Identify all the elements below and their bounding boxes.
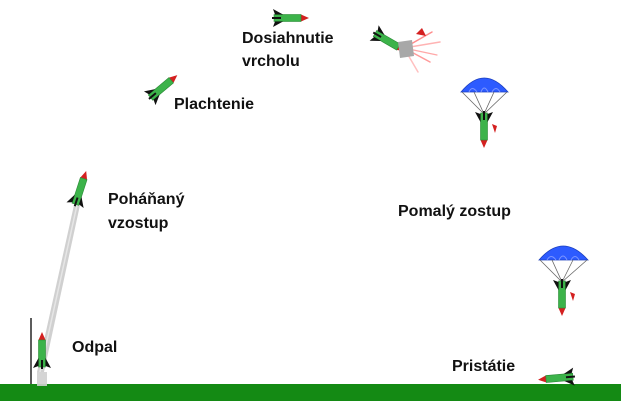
parachute-icon: [461, 78, 508, 114]
label-powered-ascent-line-2: vzostup: [108, 213, 168, 234]
label-landing: Pristátie: [452, 356, 515, 377]
ground: [0, 384, 621, 401]
label-slow-descent: Pomalý zostup: [398, 201, 511, 222]
label-apogee-line-2: vrcholu: [242, 51, 300, 72]
label-coasting: Plachtenie: [174, 94, 254, 115]
rocket-icon: [475, 111, 493, 148]
parachute-icon: [539, 246, 588, 282]
rocket-icon: [272, 9, 309, 27]
rocket-icon: [66, 168, 95, 209]
label-apogee-line-1: Dosiahnutie: [242, 28, 334, 49]
ejection-burst-icon: [398, 28, 440, 72]
label-powered-ascent-line-1: Poháňaný: [108, 189, 184, 210]
label-launch: Odpal: [72, 337, 117, 358]
rocket-icon: [553, 279, 571, 316]
